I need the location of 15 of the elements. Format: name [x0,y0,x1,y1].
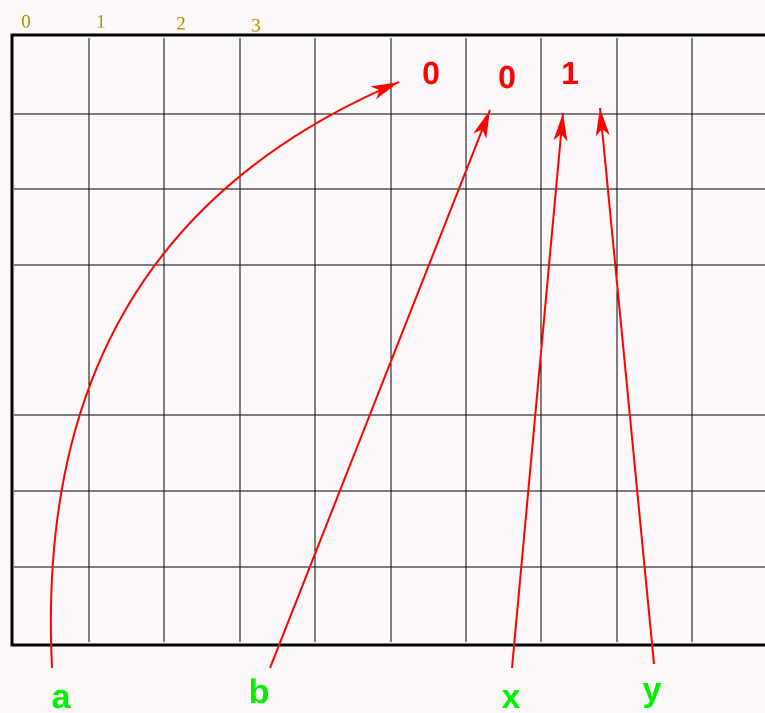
arrow [50,81,400,668]
arrow [269,110,491,668]
arrow [511,112,568,668]
column-number: 0 [21,12,31,32]
output-digit: 1 [561,57,579,89]
input-letter: b [248,675,270,709]
output-digit: 0 [422,57,440,89]
input-letter: y [642,673,662,707]
column-number: 2 [176,14,186,34]
column-number: 3 [251,16,261,36]
input-letter: a [52,680,70,713]
output-digit: 0 [498,61,516,93]
arrow [596,108,655,664]
column-number: 1 [96,12,106,32]
input-letter: x [502,680,520,713]
